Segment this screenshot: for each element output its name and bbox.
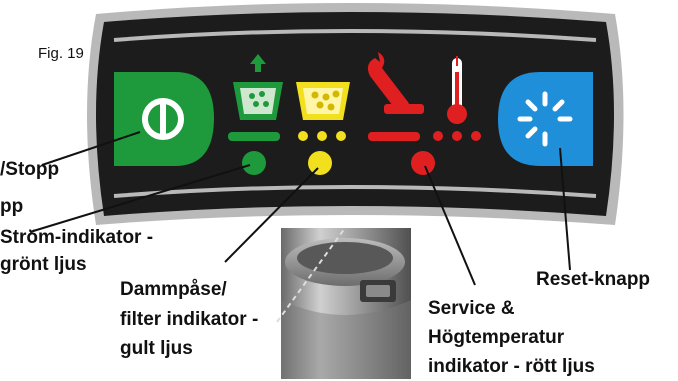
figure-caption: Fig. 19 [38,42,84,65]
dust-indicator-label-line3: gult ljus [120,337,193,360]
dust-indicator-label-line1: Dammpåse/ [120,278,227,301]
power-indicator-label-line1: Ström-indikator - [0,226,153,249]
service-indicator-light [411,151,435,175]
power-button[interactable] [114,72,214,166]
service-indicator-label-line2: Högtemperatur [428,326,564,349]
dust-bag-full-icon [296,82,350,120]
start-stop-label: /Stopp [0,158,59,181]
service-indicator-bar [368,132,420,141]
reset-button[interactable] [498,72,593,166]
service-indicator-label-line3: indikator - rött ljus [428,355,595,378]
power-indicator-label-line2: grönt ljus [0,253,87,276]
dust-indicator-light [308,151,332,175]
temperature-indicator-dots [433,131,481,141]
dust-indicator-label-line2: filter indikator - [120,308,258,331]
service-indicator-label-line1: Service & [428,297,515,320]
vacuum-canister-photo [281,228,411,379]
power-indicator-bar [228,132,280,141]
dust-indicator-dots [298,131,346,141]
reset-button-label: Reset-knapp [536,268,650,291]
power-indicator-light [242,151,266,175]
stopp-label: pp [0,195,23,218]
